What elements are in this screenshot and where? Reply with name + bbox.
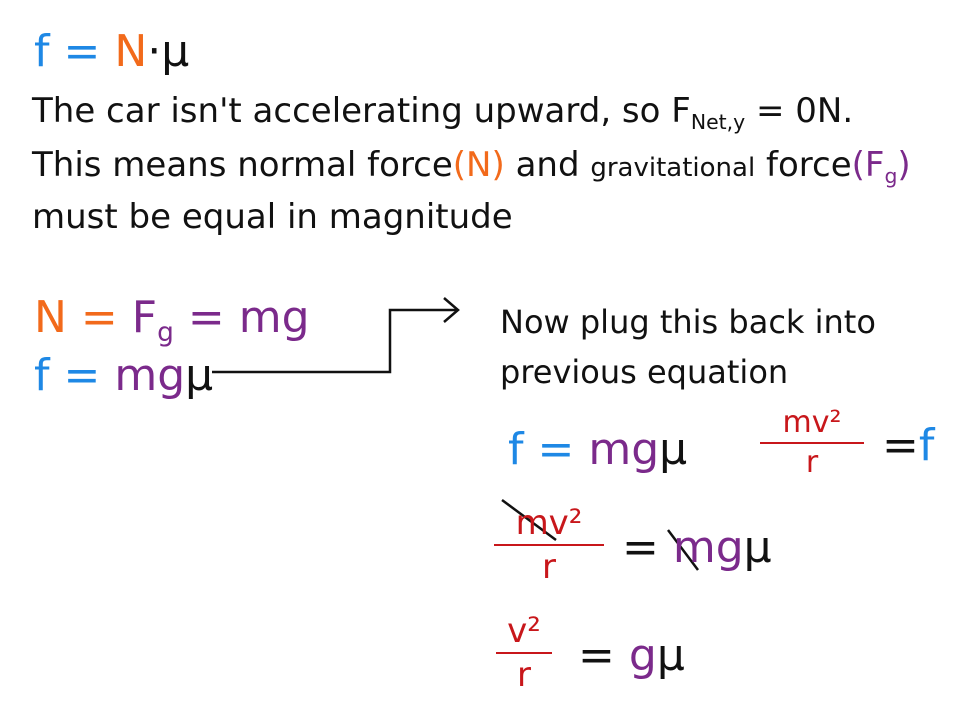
friction-equals-mgmu: f = mgμ — [34, 350, 214, 401]
equals-friction: =f — [882, 420, 935, 471]
friction-symbol: f — [34, 26, 50, 77]
cancel-fraction: mv² r — [494, 506, 604, 584]
right-friction-equation: f = mgμ — [508, 424, 688, 475]
final-fraction: v² r — [496, 614, 552, 692]
normal-equals-gravity: N = Fg = mg — [34, 292, 310, 349]
final-rhs: = gμ — [578, 630, 685, 681]
dot-operator: · — [147, 26, 162, 77]
paragraph-line-3: must be equal in magnitude — [32, 197, 513, 237]
centripetal-fraction: mv² r — [760, 408, 864, 478]
note-line-1: Now plug this back into — [500, 303, 876, 341]
cancel-rhs: = mgμ — [622, 522, 772, 573]
friction-formula: f = N·μ — [34, 30, 189, 74]
paragraph-line-2: This means normal force(N) and gravitati… — [32, 145, 911, 189]
normal-force-symbol: N — [114, 26, 148, 77]
equals-sign: = — [63, 26, 101, 77]
note-line-2: previous equation — [500, 353, 789, 391]
mu-symbol: μ — [161, 26, 190, 77]
paragraph-line-1: The car isn't accelerating upward, so FN… — [32, 91, 854, 135]
